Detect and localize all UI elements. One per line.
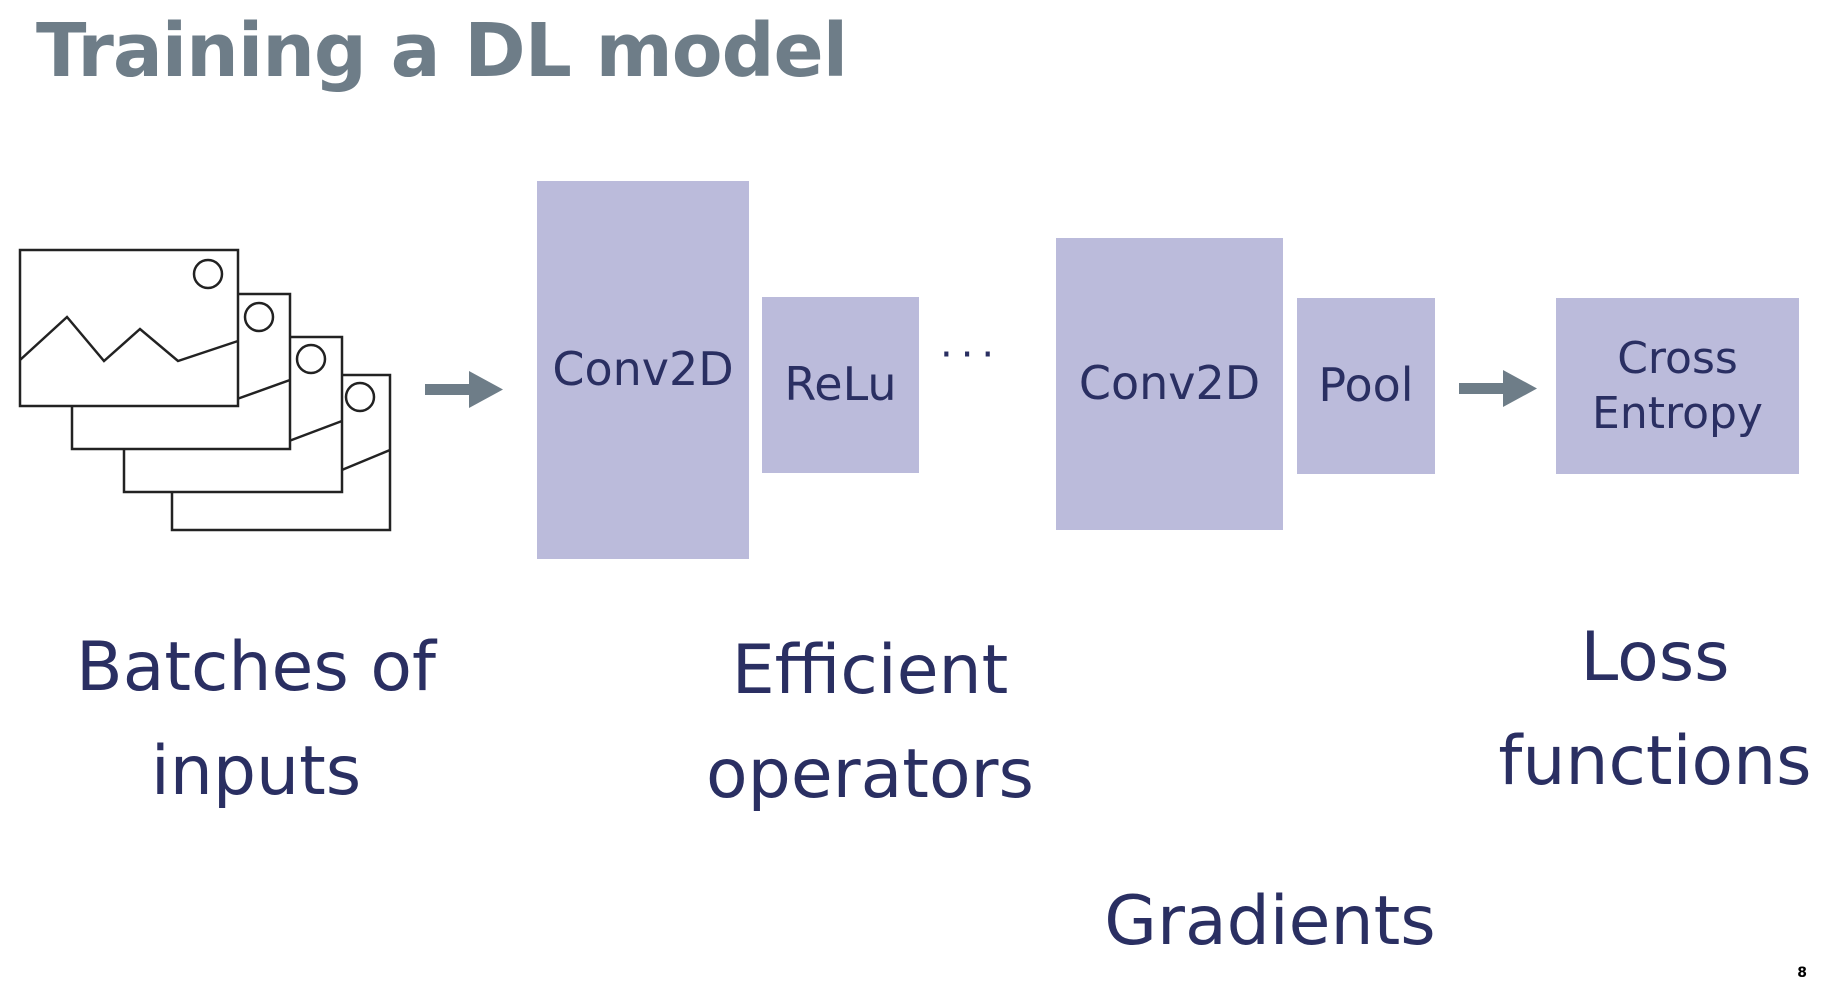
caption-loss-line2: functions — [1498, 722, 1812, 801]
arrow-right-icon — [425, 371, 503, 408]
image-stack-icon — [18, 248, 392, 532]
caption-inputs-line1: Batches of — [76, 628, 436, 707]
pool-block: Pool — [1297, 298, 1435, 474]
caption-loss: Loss functions — [1480, 606, 1830, 814]
ellipsis: ··· — [940, 332, 1003, 378]
pool-label: Pool — [1318, 358, 1414, 413]
cross-entropy-block: Cross Entropy — [1556, 298, 1799, 474]
cross-entropy-label-line1: Cross — [1617, 333, 1738, 384]
conv2d-block-2: Conv2D — [1056, 238, 1283, 530]
slide-title: Training a DL model — [36, 8, 848, 94]
conv2d-block: Conv2D — [537, 181, 749, 559]
caption-loss-line1: Loss — [1580, 618, 1730, 697]
relu-label: ReLu — [784, 357, 897, 412]
caption-inputs: Batches of inputs — [56, 616, 456, 824]
arrow-right-icon — [1459, 370, 1537, 407]
caption-operators-line1: Efficient — [731, 631, 1009, 710]
cross-entropy-label-line2: Entropy — [1592, 388, 1763, 439]
caption-inputs-line2: inputs — [150, 732, 362, 811]
page-number: 8 — [1797, 965, 1807, 981]
conv2d-label: Conv2D — [552, 342, 734, 397]
caption-operators-line2: operators — [706, 735, 1034, 814]
caption-operators: Efficient operators — [680, 619, 1060, 827]
caption-gradients: Gradients — [1104, 882, 1436, 961]
conv2d-label-2: Conv2D — [1078, 356, 1261, 411]
relu-block: ReLu — [762, 297, 919, 473]
